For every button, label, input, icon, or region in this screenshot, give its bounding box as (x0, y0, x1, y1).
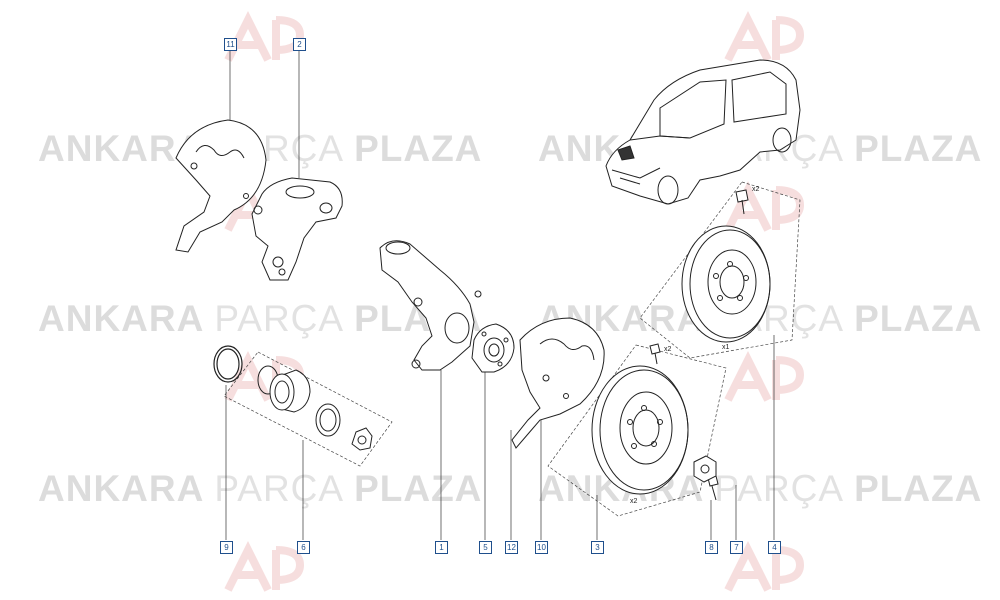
callout-label[interactable]: 4 (768, 541, 781, 554)
hub-nut (693, 455, 717, 483)
callout-label[interactable]: 5 (479, 541, 492, 554)
brake-disc-lower (591, 365, 689, 495)
callout-label[interactable]: 8 (705, 541, 718, 554)
callout-label[interactable]: 6 (297, 541, 310, 554)
callout-label[interactable]: 10 (535, 541, 548, 554)
quantity-label: x2 (664, 346, 672, 353)
circlip (213, 345, 243, 383)
callout-label[interactable]: 7 (730, 541, 743, 554)
callout-label[interactable]: 11 (224, 38, 237, 51)
splash-shield-lower (511, 317, 605, 449)
callout-label[interactable]: 3 (591, 541, 604, 554)
wheel-bearing-kit (257, 365, 373, 451)
vehicle-illustration (605, 59, 801, 205)
callout-label[interactable]: 12 (505, 541, 518, 554)
steering-knuckle (379, 240, 482, 371)
callout-label[interactable]: 1 (435, 541, 448, 554)
kit-outlines (223, 181, 801, 517)
caliper-carrier (251, 177, 343, 281)
wheel-hub (471, 323, 515, 373)
callout-label[interactable]: 9 (220, 541, 233, 554)
quantity-label: x2 (752, 186, 760, 193)
splash-shield-upper (175, 119, 267, 253)
brake-disc-upper (681, 225, 771, 343)
callout-label[interactable]: 2 (293, 38, 306, 51)
quantity-label: x1 (722, 344, 730, 351)
bolt-icon (649, 189, 749, 501)
leader-lines (225, 50, 775, 540)
quantity-label: x2 (630, 498, 638, 505)
